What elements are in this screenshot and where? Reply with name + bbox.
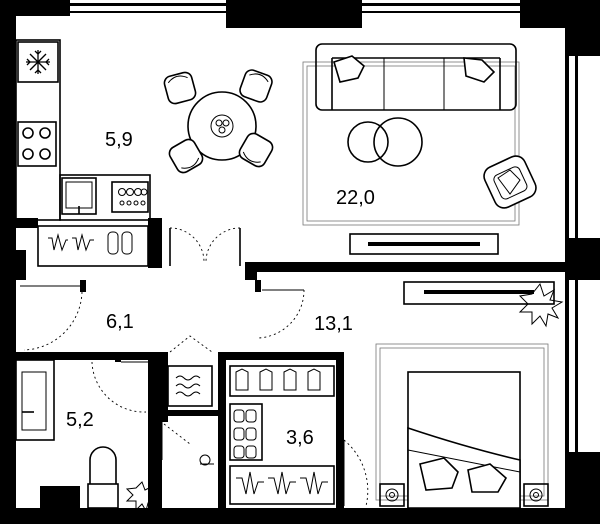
nightstand [523, 483, 549, 507]
plant-icon [518, 282, 564, 328]
kitchen-counter [15, 39, 151, 221]
dining-chair [168, 138, 204, 174]
wardrobe-shirts [229, 365, 335, 397]
bedroom-tv-stand [403, 281, 555, 305]
snowflake-icon [26, 50, 50, 74]
nightstand [379, 483, 405, 507]
sofa [315, 43, 517, 111]
area-label-kitchen: 5,9 [105, 129, 133, 151]
wc-door [161, 420, 214, 466]
coffee-table [347, 117, 423, 167]
bathtub [15, 359, 55, 441]
fridge [17, 41, 59, 83]
tv-stand [349, 233, 499, 255]
dining-chair [163, 71, 197, 105]
wardrobe-shoes [229, 403, 263, 461]
dining-chair [238, 132, 274, 168]
armchair [483, 155, 537, 209]
area-label-hall: 6,1 [106, 311, 134, 333]
stove [17, 121, 57, 167]
dining-chair [239, 69, 273, 103]
sofa-cushion [333, 55, 496, 83]
laundry-shelf [37, 225, 149, 267]
plant-icon [125, 481, 161, 513]
wardrobe-rail [229, 465, 335, 505]
oven [111, 181, 149, 213]
dining-table [187, 91, 257, 161]
living-rug [302, 61, 520, 226]
hall-doors [20, 227, 305, 351]
area-label-bathroom: 5,2 [66, 409, 94, 431]
area-label-wardrobe: 3,6 [286, 427, 314, 449]
bedroom-door [343, 439, 369, 507]
toilet [87, 446, 119, 509]
area-label-bedroom: 13,1 [314, 313, 353, 335]
washing-machine [167, 335, 213, 407]
pillow [419, 457, 508, 493]
sink [61, 177, 97, 215]
bath-door [91, 361, 148, 413]
area-label-living: 22,0 [336, 187, 375, 209]
